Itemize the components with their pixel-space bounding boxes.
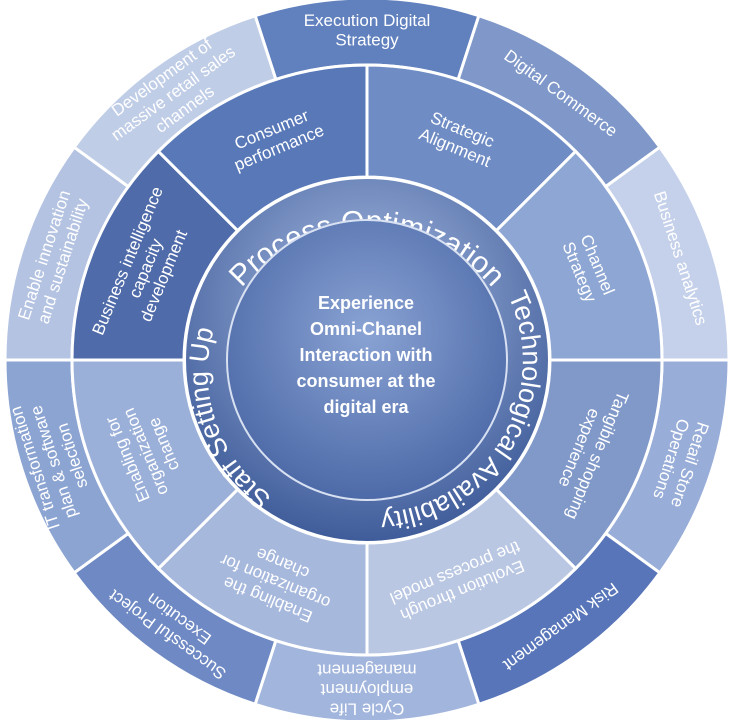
outer-label-line: Strategy: [335, 31, 399, 50]
center-line: digital era: [323, 397, 409, 417]
center-line: Interaction with: [299, 345, 433, 365]
outer-label-line: Cycle Life: [330, 700, 405, 719]
outer-label-cycle-life-employment: Cycle Lifeemploymentmanagement: [317, 661, 417, 719]
center-line: Omni-Chanel: [309, 319, 422, 339]
center-statement: Experience Omni-Chanel Interaction with …: [262, 290, 470, 420]
outer-label-line: Execution Digital: [304, 11, 431, 30]
outer-label-line: management: [317, 661, 417, 680]
outer-label-line: employment: [320, 680, 413, 699]
inner-ring: Process Optimization Technological Avail…: [184, 177, 550, 543]
center-line: consumer at the: [296, 371, 436, 391]
center-line: Experience: [317, 293, 415, 313]
middle-segment-consumer-performance: [156, 63, 369, 233]
middle-ring: StrategicAlignmentChannelStrategyTangibl…: [70, 63, 664, 657]
hub-circle: [226, 219, 508, 501]
